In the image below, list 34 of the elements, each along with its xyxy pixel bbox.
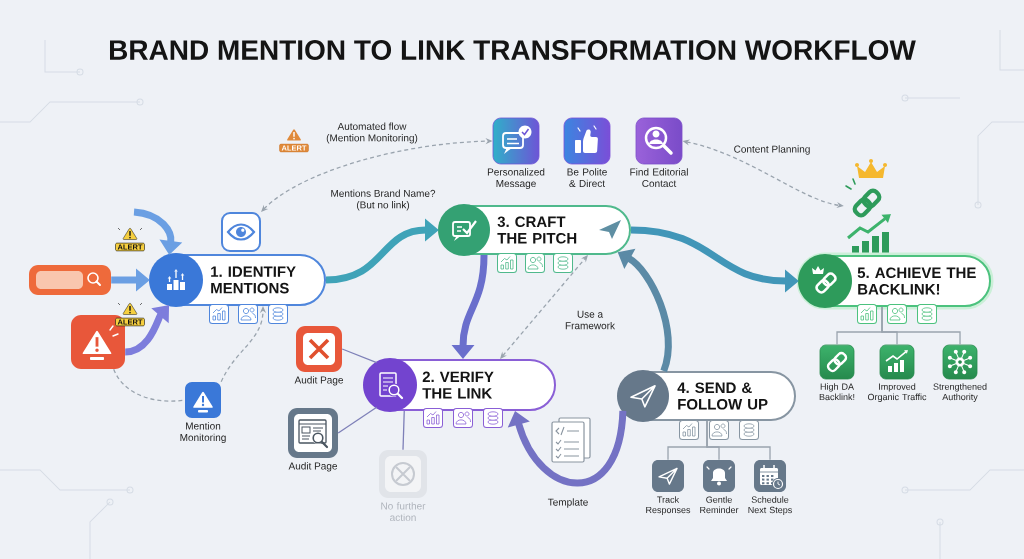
tile-label: Gentle Reminder <box>700 496 739 514</box>
tile-label: Audit Page <box>294 376 343 386</box>
connector-line <box>341 348 378 364</box>
tile-label: Personalized Message <box>487 168 545 189</box>
connector-line <box>881 306 961 346</box>
tile-label: No further action <box>381 502 426 522</box>
tile-label: Schedule Next Steps <box>748 496 792 515</box>
arrow <box>507 410 627 487</box>
icon-caption: Template <box>547 498 588 508</box>
tile-label: High DA Backlink! <box>819 383 855 401</box>
step-title: 3. CRAFT THE PITCH <box>497 216 577 244</box>
connector-line <box>337 406 378 434</box>
link-growth-illustration <box>845 159 891 254</box>
edge-label: Mentions Brand Name? (But no link) <box>331 189 436 211</box>
search-bar-icon <box>29 265 111 295</box>
edge-label: Content Planning <box>734 145 810 155</box>
edge-label: Use a Framework <box>565 310 616 330</box>
tile-label: Track Responses <box>646 496 691 515</box>
connector-line <box>706 420 771 461</box>
tile-label: Find Editorial Contact <box>630 168 688 188</box>
step-title: 2. VERIFY THE LINK <box>422 371 494 399</box>
dashed-arrow <box>500 255 588 359</box>
eye-icon <box>221 212 261 252</box>
tile-label: Improved Organic Traffic <box>867 383 927 402</box>
edge-label: Automated flow (Mention Monitoring) <box>326 122 418 144</box>
step-title: 5. ACHIEVE THE BACKLINK! <box>857 267 976 295</box>
title: BRAND MENTION TO LINK TRANSFORMATION WORKFLOW <box>110 40 916 60</box>
tile-label: Audit Page <box>288 462 337 472</box>
tile-label: Be Polite & Direct <box>567 168 607 188</box>
connector-line <box>402 410 405 451</box>
step-title: 1. IDENTIFY MENTIONS <box>211 266 296 294</box>
tile-label: Strengthened Authority <box>933 383 987 402</box>
tile-label: Mention Monitoring <box>180 422 226 443</box>
step-title: 4. SEND & FOLLOW UP <box>677 382 768 410</box>
